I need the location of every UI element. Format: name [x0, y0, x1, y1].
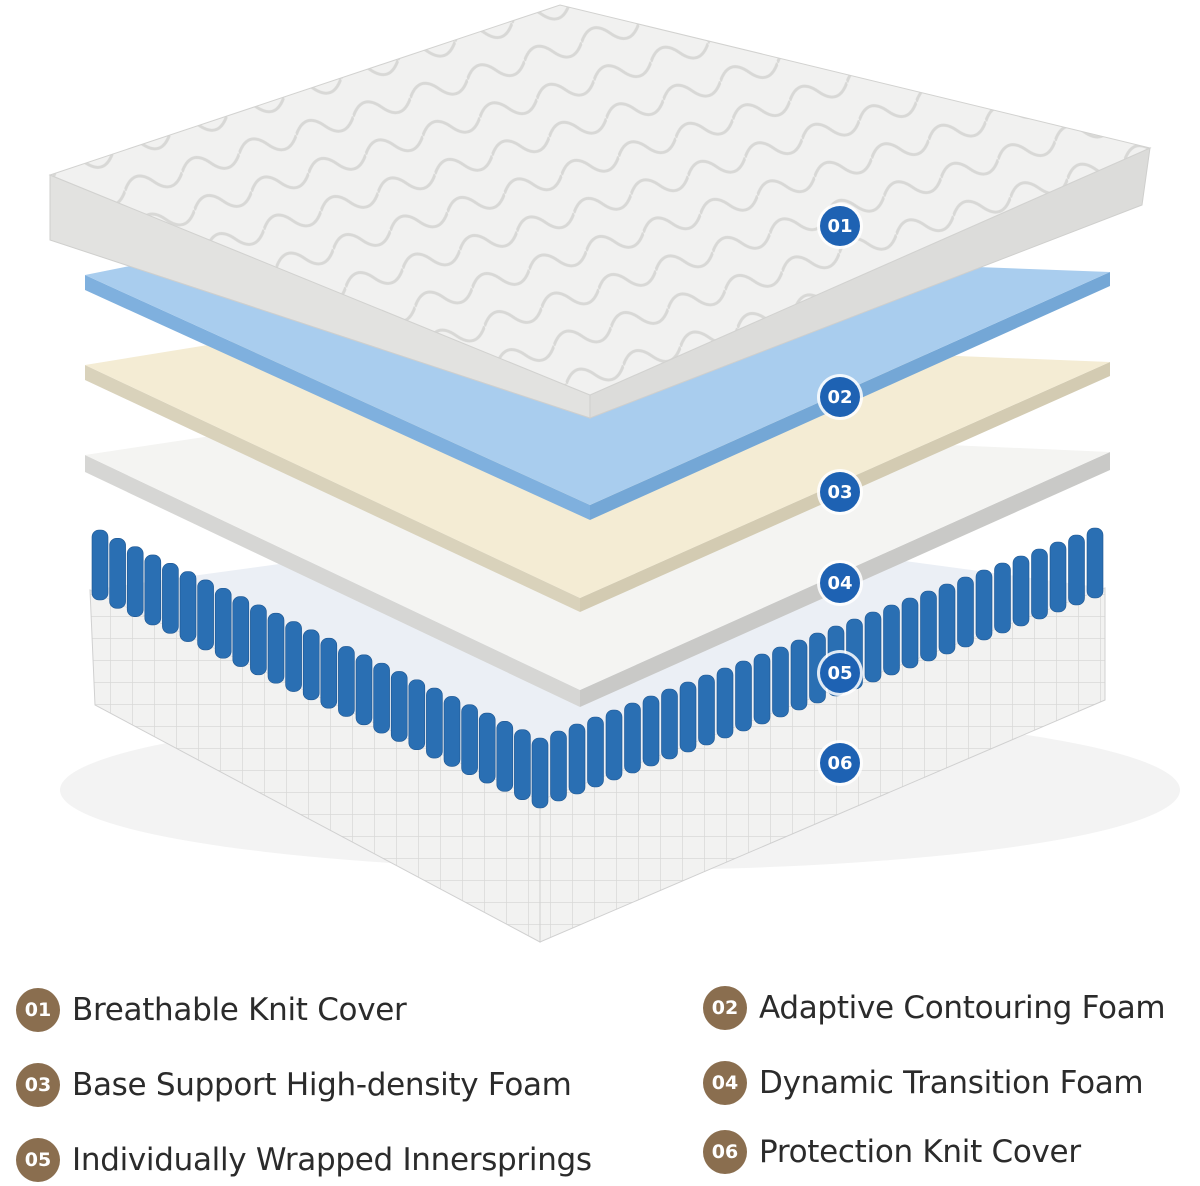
spring-coil — [661, 688, 678, 760]
legend-label: Base Support High-density Foam — [72, 1067, 572, 1103]
callout-04: 04 — [820, 563, 860, 603]
spring-coil — [285, 621, 302, 692]
spring-coil — [320, 637, 338, 709]
spring-coil — [408, 679, 426, 751]
spring-coil — [91, 529, 109, 601]
spring-coil — [957, 576, 974, 648]
spring-coil — [994, 562, 1011, 634]
spring-coil — [531, 737, 549, 809]
spring-coil — [605, 709, 623, 781]
spring-coil — [735, 660, 752, 732]
legend-item-05: 05 Individually Wrapped Innersprings — [16, 1135, 592, 1185]
spring-coil — [679, 681, 697, 753]
spring-coil — [1049, 541, 1067, 613]
spring-coil — [302, 629, 320, 701]
legend-badge: 05 — [16, 1138, 60, 1182]
spring-coil — [144, 554, 162, 626]
mattress-exploded-illustration — [48, 4, 1180, 943]
legend-badge: 04 — [703, 1061, 747, 1105]
legend-label: Breathable Knit Cover — [72, 992, 407, 1028]
spring-coil — [716, 667, 734, 739]
knit-cover-top — [48, 4, 1152, 419]
spring-coil — [772, 646, 789, 718]
spring-coil — [790, 639, 808, 711]
spring-coil — [753, 653, 771, 725]
legend-item-02: 02 Adaptive Contouring Foam — [703, 983, 1166, 1033]
legend-label: Protection Knit Cover — [759, 1134, 1081, 1170]
callout-03: 03 — [820, 472, 860, 512]
spring-coil — [197, 579, 214, 651]
spring-coil — [587, 716, 604, 788]
spring-coil — [920, 590, 937, 662]
spring-coil — [179, 571, 197, 642]
spring-coil — [624, 702, 641, 774]
spring-coil — [975, 569, 993, 641]
spring-coil — [1086, 527, 1104, 599]
legend-badge: 02 — [703, 986, 747, 1030]
callout-02: 02 — [820, 377, 860, 417]
spring-coil — [1068, 534, 1085, 606]
spring-coil — [568, 723, 586, 795]
spring-coil — [214, 587, 232, 659]
spring-coil — [864, 611, 882, 683]
spring-coil — [232, 596, 250, 667]
spring-coil — [126, 546, 144, 617]
spring-coil — [550, 730, 567, 802]
spring-coil — [390, 671, 408, 742]
spring-coil — [426, 687, 443, 759]
spring-coil — [698, 674, 715, 746]
spring-coil — [250, 604, 267, 676]
legend-item-01: 01 Breathable Knit Cover — [16, 985, 407, 1035]
spring-coil — [901, 597, 919, 669]
spring-coil — [355, 654, 373, 726]
legend-item-06: 06 Protection Knit Cover — [703, 1127, 1081, 1177]
spring-coil — [162, 562, 179, 634]
spring-coil — [1031, 548, 1048, 620]
legend-label: Adaptive Contouring Foam — [759, 990, 1166, 1026]
spring-coil — [338, 646, 355, 717]
spring-coil — [461, 704, 478, 776]
legend-badge: 01 — [16, 988, 60, 1032]
callout-01: 01 — [820, 206, 860, 246]
callout-06: 06 — [820, 743, 860, 783]
callout-05: 05 — [820, 653, 860, 693]
spring-coil — [1012, 555, 1030, 627]
spring-coil — [109, 538, 126, 609]
spring-coil — [496, 721, 514, 792]
legend-item-04: 04 Dynamic Transition Foam — [703, 1058, 1144, 1108]
spring-coil — [267, 612, 285, 684]
spring-coil — [514, 729, 531, 800]
legend-badge: 03 — [16, 1063, 60, 1107]
legend-badge: 06 — [703, 1130, 747, 1174]
legend-label: Individually Wrapped Innersprings — [72, 1142, 592, 1178]
spring-coil — [642, 695, 660, 767]
legend-label: Dynamic Transition Foam — [759, 1065, 1144, 1101]
spring-coil — [883, 604, 900, 676]
spring-coil — [478, 712, 496, 784]
spring-coil — [938, 583, 956, 655]
spring-coil — [443, 696, 461, 767]
legend-item-03: 03 Base Support High-density Foam — [16, 1060, 572, 1110]
spring-coil — [373, 662, 390, 734]
innerspring-layer — [91, 527, 1104, 809]
